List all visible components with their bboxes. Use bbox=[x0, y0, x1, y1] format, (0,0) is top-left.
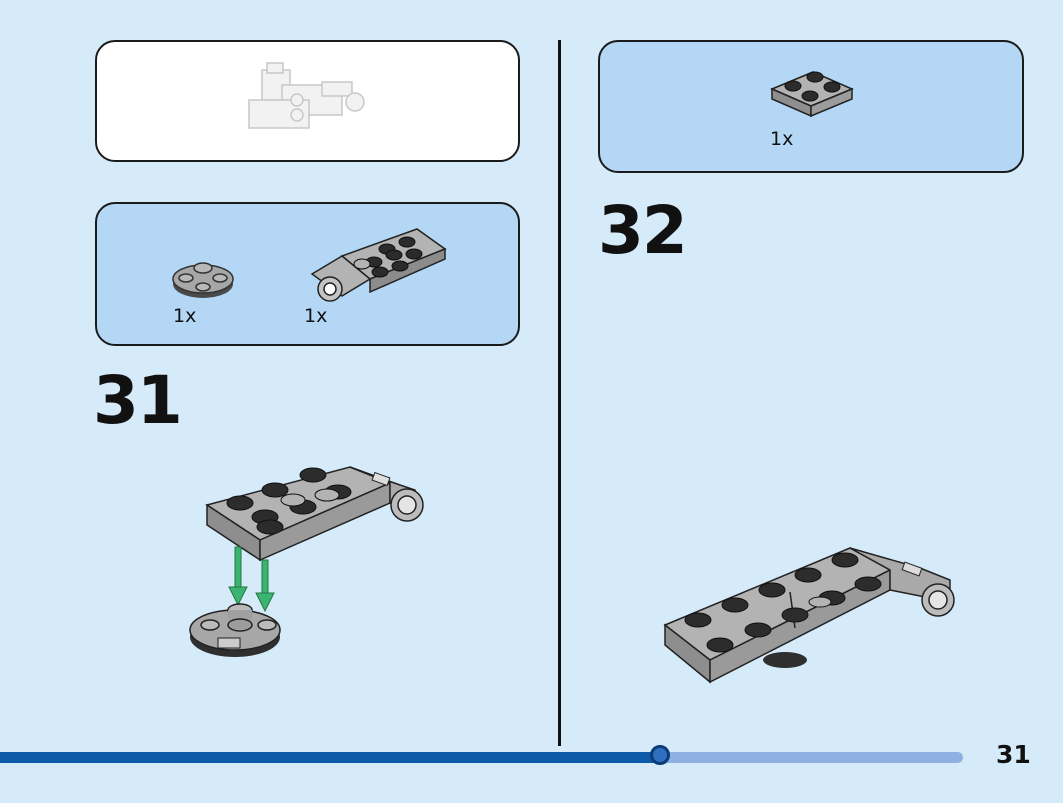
step-31-assembly-image bbox=[189, 466, 424, 657]
round-plate-icon bbox=[172, 262, 234, 298]
plate-2x2-icon bbox=[770, 71, 854, 118]
part-quantity: 1x bbox=[770, 128, 794, 150]
part-quantity: 1x bbox=[304, 305, 328, 327]
part-quantity: 1x bbox=[173, 305, 197, 327]
parts-panel-step-32: 1x bbox=[598, 40, 1024, 173]
parts-panel-step-31: 1x 1x bbox=[95, 202, 520, 346]
progress-knob bbox=[650, 745, 670, 765]
plate-with-pin-hole-icon bbox=[310, 228, 447, 302]
progress-fill bbox=[0, 752, 660, 763]
previous-assembly-image bbox=[248, 62, 365, 129]
step-number: 32 bbox=[598, 192, 688, 269]
step-32-assembly-image bbox=[663, 547, 955, 684]
page-number: 31 bbox=[996, 740, 1031, 769]
page-divider bbox=[558, 40, 561, 746]
step-number: 31 bbox=[93, 362, 183, 439]
preview-panel bbox=[95, 40, 520, 162]
